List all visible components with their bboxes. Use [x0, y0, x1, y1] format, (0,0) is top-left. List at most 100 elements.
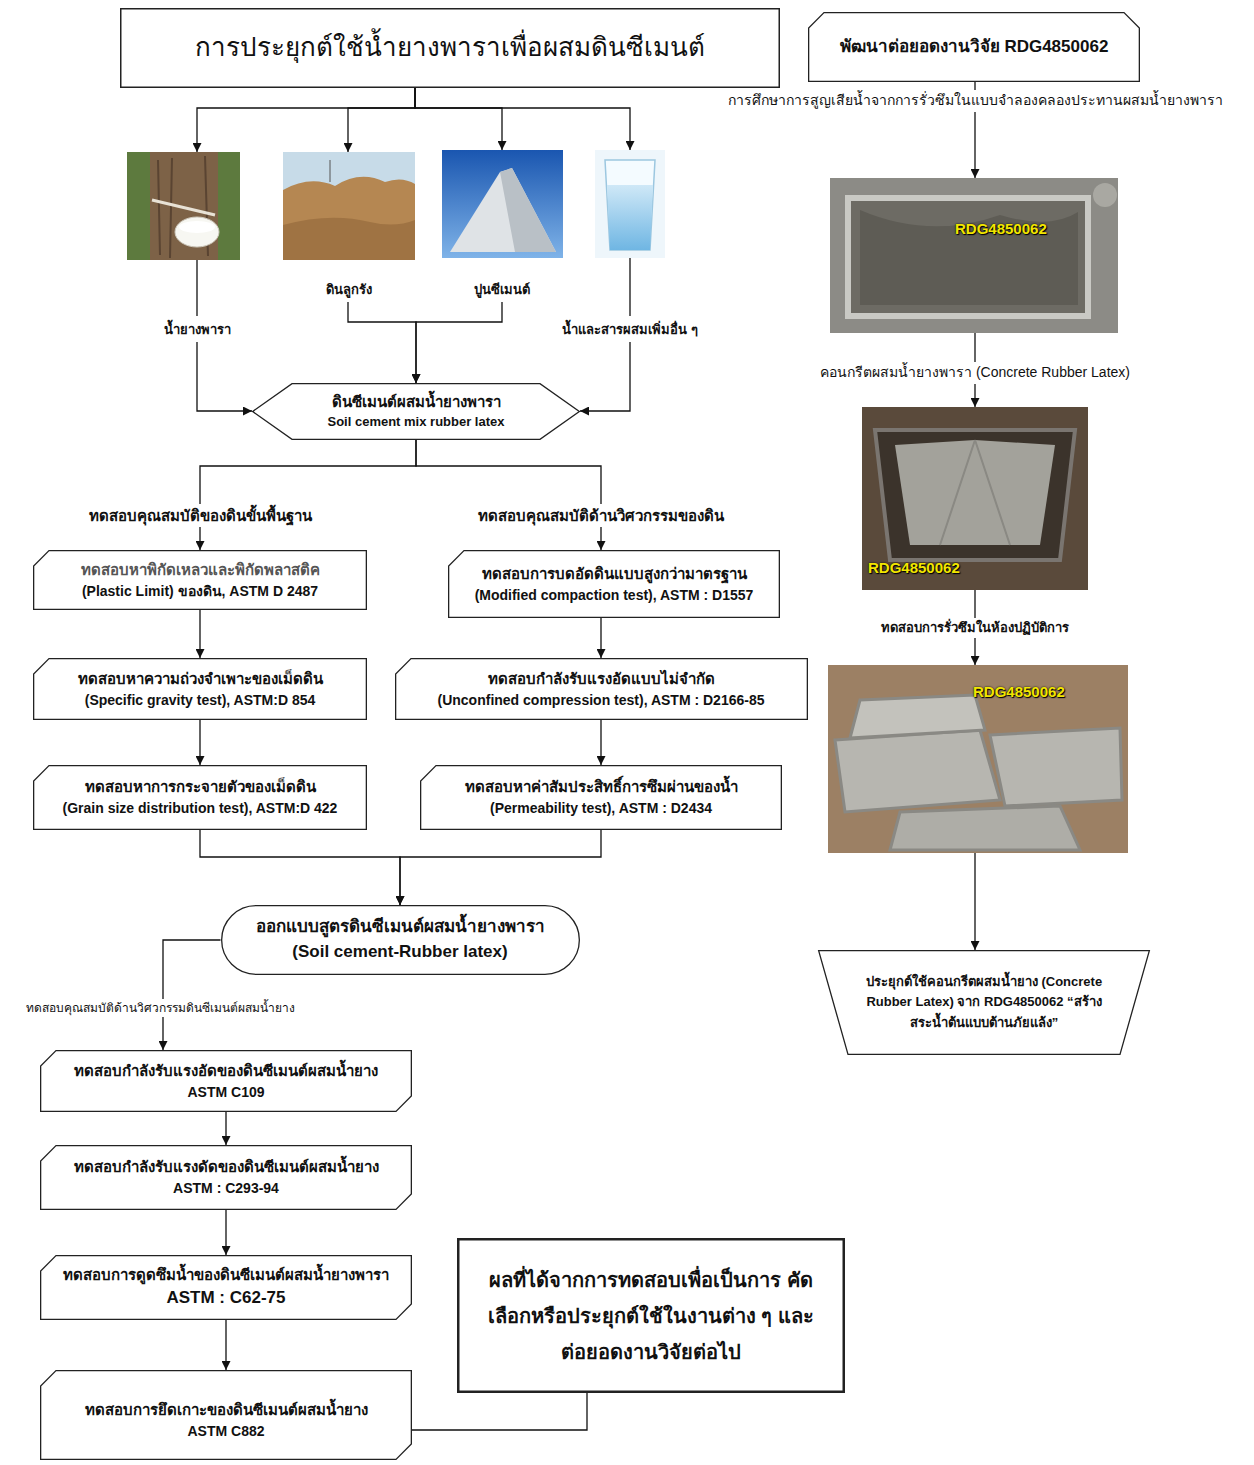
node-outline: [40, 1050, 412, 1112]
application-trapezoid: ประยุกต์ใช้คอนกรีตผสมน้ำยาง (Concrete Ru…: [818, 950, 1150, 1055]
latex-cup: [175, 217, 219, 247]
design-pill: ออกแบบสูตรดินซีเมนต์ผสมน้ำยางพารา(Soil c…: [221, 905, 580, 975]
outline-shape: [221, 906, 579, 975]
test-box: ทดสอบการดูดซึมน้ำของดินซีเมนต์ผสมน้ำยางพ…: [40, 1255, 412, 1320]
photo: RDG4850062: [830, 178, 1118, 333]
outline-shape: [41, 1051, 412, 1112]
test-box: ทดสอบการบดอัดดินแบบสูงกว่ามาตรฐาน(Modifi…: [448, 550, 780, 618]
outline-shape: [41, 1256, 412, 1320]
water-picture: [595, 150, 665, 258]
connector: [225, 1210, 226, 1255]
cement-picture: [442, 150, 563, 258]
node-text: RDG4850062: [868, 557, 960, 579]
edge-label: ทดสอบคุณสมบัติด้านวิศวกรรมของดิน: [475, 504, 727, 527]
node-text: Soil cement mix rubber latex: [327, 413, 504, 432]
test-box: ทดสอบกำลังรับแรงอัดแบบไม่จำกัด(Unconfine…: [395, 658, 808, 720]
connector: [412, 1393, 587, 1430]
node-text: RDG4850062: [973, 681, 1065, 703]
test-box: ทดสอบกำลังรับแรงอัดของดินซีเมนต์ผสมน้ำยา…: [40, 1050, 412, 1112]
test-tray: [850, 695, 985, 738]
node-text: ทดสอบกำลังรับแรงดัดของดินซีเมนต์ผสมน้ำยา…: [74, 1156, 379, 1178]
node-text: ดินลูกรัง: [326, 281, 372, 300]
node-outline: [33, 658, 367, 720]
node-text: ASTM C882: [187, 1421, 264, 1441]
steel-frame: [848, 198, 1088, 316]
picture-connector: [629, 258, 630, 316]
node-text: ทดสอบหาค่าสัมประสิทธิ์การซึมผ่านของน้ำ: [465, 776, 738, 798]
test-box: ทดสอบหาการกระจายตัวของเม็ดดิน(Grain size…: [33, 765, 367, 830]
sky: [283, 152, 415, 260]
concrete-surface: [895, 440, 1055, 545]
node-text: ประยุกต์ใช้คอนกรีตผสมน้ำยาง (Concrete Ru…: [860, 972, 1108, 1032]
photo-canal-model: [830, 178, 1118, 333]
node-text: ทดสอบการดูดซึมน้ำของดินซีเมนต์ผสมน้ำยางพ…: [63, 1264, 389, 1286]
node-text: ทดสอบการยึดเกาะของดินซีเมนต์ผสมน้ำยาง: [85, 1399, 368, 1421]
result-box: ผลที่ได้จากการทดสอบเพื่อเป็นการ คัดเลือก…: [457, 1238, 845, 1393]
node-text: (Permeability test), ASTM : D2434: [490, 798, 712, 818]
forest-ground: [127, 152, 240, 260]
connector: [416, 302, 502, 383]
edge-label: การศึกษาการสูญเสียน้ำจากการรั่วซึมในแบบจ…: [725, 90, 1226, 112]
node-text: ทดสอบหาความถ่วงจำเพาะของเม็ดดิน: [78, 668, 323, 690]
connector: [200, 830, 400, 905]
mould-frame: [875, 430, 1075, 560]
photo-leak-test: [828, 665, 1128, 853]
node-outline: [40, 1145, 412, 1210]
connector: [415, 88, 502, 150]
connector: [199, 720, 200, 765]
photo: RDG4850062: [862, 407, 1088, 590]
connector: [348, 88, 415, 152]
test-tray: [890, 806, 1080, 850]
node-text: (Plastic Limit) ของดิน, ASTM D 2487: [82, 581, 318, 601]
material-picture: น้ำยางพารา: [127, 152, 267, 342]
slope-edge: [940, 440, 1010, 545]
connector: [197, 88, 415, 152]
outline-shape: [458, 1239, 844, 1392]
connector: [400, 830, 601, 905]
tree-trunk: [150, 152, 218, 260]
outline-shape: [449, 551, 780, 618]
edge-label: คอนกรีตผสมน้ำยางพารา (Concrete Rubber La…: [817, 362, 1133, 384]
node-text: (Grain size distribution test), ASTM:D 4…: [63, 798, 338, 818]
node-outline: [395, 658, 808, 720]
node-outline: [40, 1255, 412, 1320]
node-text: ดินซีเมนต์ผสมน้ำยางพารา: [332, 391, 501, 413]
node-text: ASTM : C293-94: [173, 1178, 279, 1198]
connector: [197, 342, 252, 411]
node-text: น้ำและสารผสมเพิ่มอื่น ๆ: [562, 321, 698, 340]
soil-shade: [283, 218, 415, 260]
outline-shape: [253, 384, 580, 440]
node-text: ทดสอบหาการกระจายตัวของเม็ดดิน: [85, 776, 316, 798]
latex: [179, 221, 215, 233]
pole: [330, 160, 331, 182]
tool: [1093, 183, 1117, 207]
node-text: RDG4850062: [955, 218, 1047, 240]
outline-shape: [819, 951, 1150, 1055]
connector: [974, 853, 975, 950]
connector: [580, 342, 630, 411]
node-outline: [420, 765, 782, 830]
photo-ground: [830, 178, 1118, 333]
glass: [605, 160, 655, 250]
node-text: ASTM C109: [187, 1082, 264, 1102]
outline-shape: [395, 659, 807, 720]
node-outline: [33, 765, 367, 830]
node-text: การประยุกต์ใช้น้ำยางพาราเพื่อผสมดินซีเมน…: [195, 29, 705, 67]
node-text: พัฒนาต่อยอดงานวิจัย RDG4850062: [840, 35, 1109, 60]
node-text: ASTM : C62-75: [166, 1286, 285, 1311]
node-text: ผลที่ได้จากการทดสอบเพื่อเป็นการ คัดเลือก…: [477, 1262, 825, 1370]
connector: [163, 940, 221, 1050]
title-box: การประยุกต์ใช้น้ำยางพาราเพื่อผสมดินซีเมน…: [120, 8, 780, 88]
test-box: ทดสอบหาค่าสัมประสิทธิ์การซึมผ่านของน้ำ(P…: [420, 765, 782, 830]
test-tray: [990, 728, 1122, 806]
node-outline: [33, 550, 367, 610]
node-outline: [252, 383, 580, 440]
photo-ground: [862, 407, 1088, 590]
concrete-mix: [860, 210, 1078, 305]
water-backdrop: [595, 150, 665, 258]
connector: [600, 720, 601, 765]
material-picture: ปูนซีเมนต์: [442, 150, 563, 302]
cement-pile: [450, 168, 556, 252]
mix-hexagon: ดินซีเมนต์ผสมน้ำยางพาราSoil cement mix r…: [252, 383, 580, 440]
